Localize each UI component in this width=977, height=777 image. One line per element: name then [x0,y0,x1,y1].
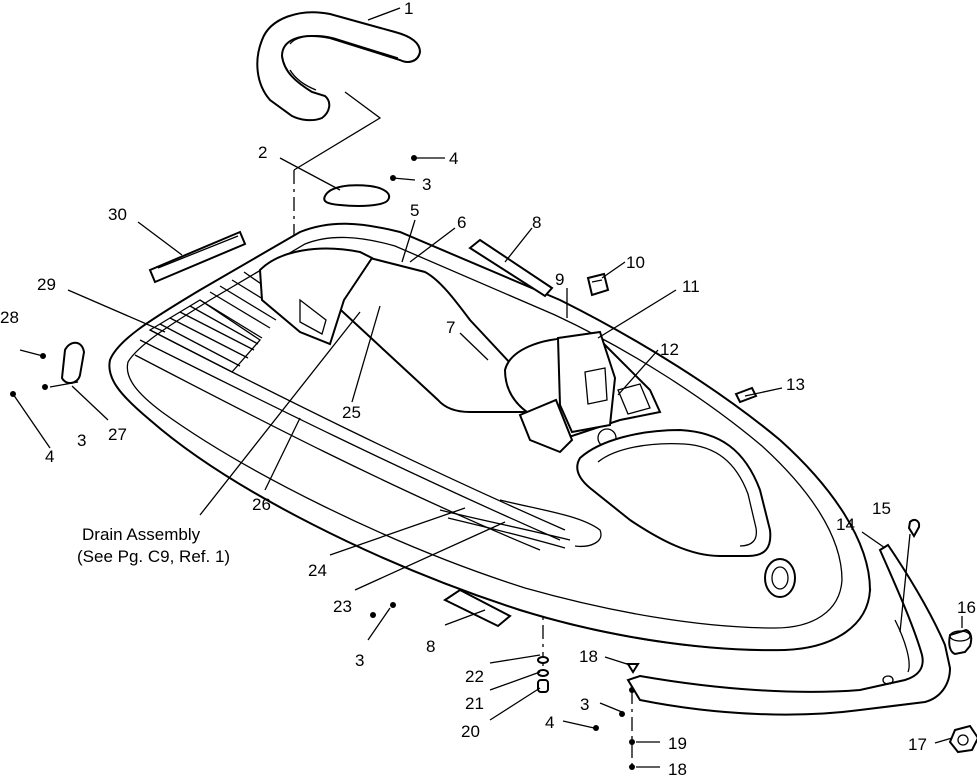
callout-4c: 4 [545,713,554,732]
callout-20: 20 [461,722,480,741]
callout-19: 19 [668,734,687,753]
handle-pointer-line [293,91,382,171]
strip-30-part [148,230,247,284]
callout-28: 28 [0,308,19,327]
callout-29: 29 [37,275,56,294]
plug-16-part [948,628,973,656]
callout-3c: 3 [355,651,364,670]
bow-bumper-part [626,543,952,716]
leader-lines [12,7,963,768]
callout-3: 3 [422,175,431,194]
callout-7: 7 [446,318,455,337]
callout-26: 26 [252,495,271,514]
side-bumper-part [60,341,86,384]
pad-part [323,184,390,207]
callout-15: 15 [872,499,891,518]
hardware-stack-part [537,656,549,693]
callout-10: 10 [626,253,645,272]
callout-14: 14 [836,515,855,534]
callout-27: 27 [108,425,127,444]
front-hatch [576,428,796,598]
seat-hatch-part [258,247,545,413]
strip-8-part [442,238,554,628]
callout-17: 17 [908,735,927,754]
callout-25: 25 [342,403,361,422]
callout-4: 4 [449,149,458,168]
callout-22: 22 [465,667,484,686]
callout-5: 5 [410,201,419,220]
rear-grating-part [148,271,291,373]
clip-10-part [586,272,610,297]
callout-2: 2 [258,143,267,162]
callout-24: 24 [308,561,327,580]
callout-13: 13 [786,375,805,394]
callout-16: 16 [957,598,976,617]
note-line-1: Drain Assembly [82,525,201,544]
callout-12: 12 [660,340,679,359]
callout-18b: 18 [668,760,687,777]
drain-assembly-note: Drain Assembly (See Pg. C9, Ref. 1) [77,525,230,566]
callout-4b: 4 [45,447,54,466]
callout-8b: 8 [426,637,435,656]
callout-30: 30 [108,205,127,224]
callout-9: 9 [555,270,564,289]
callout-3b: 3 [77,431,86,450]
steering-post-part [503,330,662,454]
rub-rail-part [439,499,602,549]
callout-21: 21 [465,694,484,713]
grab-handle-part [256,11,422,122]
callout-1: 1 [404,0,413,18]
nut-17-part [948,724,977,754]
callout-8: 8 [532,213,541,232]
note-line-2: (See Pg. C9, Ref. 1) [77,547,230,566]
decal-13-part [734,386,758,404]
callout-23: 23 [333,597,352,616]
callout-11: 11 [682,277,700,296]
callout-6: 6 [457,213,466,232]
callout-18: 18 [579,647,598,666]
callout-3d: 3 [580,695,589,714]
